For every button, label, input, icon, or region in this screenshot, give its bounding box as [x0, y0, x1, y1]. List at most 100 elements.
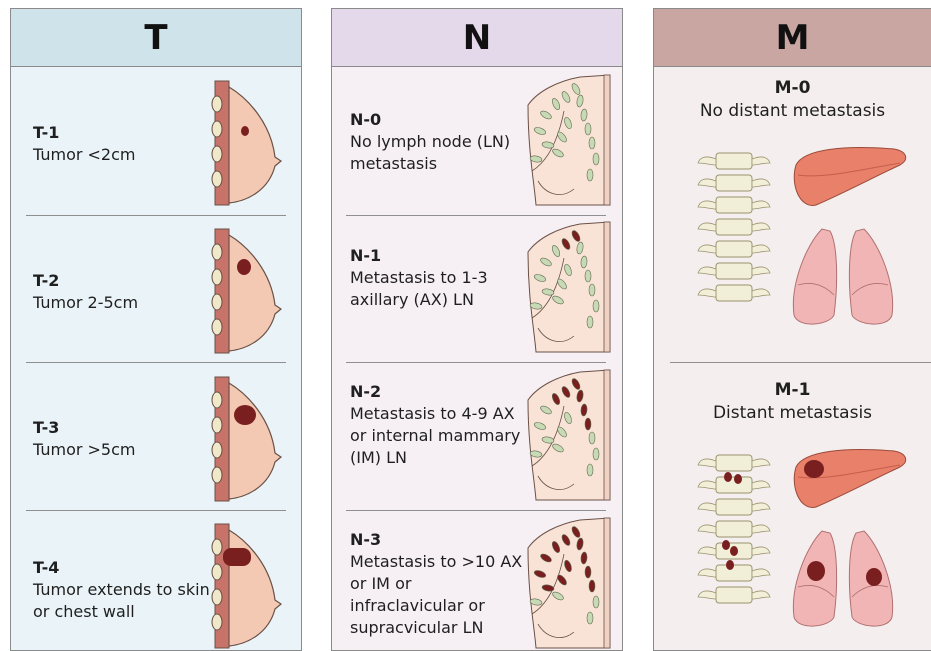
t-column-body: T-1 Tumor <2cm T-2 Tumor 2-5cm T-3 Tumor…	[11, 67, 301, 650]
vertebra	[716, 175, 752, 191]
lymph-node	[589, 432, 595, 444]
vertebra	[716, 219, 752, 235]
t2-label: T-2 Tumor 2-5cm	[33, 270, 203, 314]
t1-breast-illustration	[209, 79, 289, 207]
t-divider-2	[26, 362, 286, 363]
t-divider-3	[26, 510, 286, 511]
spine-metastasis	[722, 540, 730, 550]
lymph-node	[593, 153, 599, 165]
m1-desc: Distant metastasis	[713, 403, 872, 423]
lymph-node	[589, 137, 595, 149]
left-lung	[793, 229, 836, 324]
vertebra	[716, 263, 752, 279]
lymph-node	[587, 316, 593, 328]
vertebra	[716, 477, 752, 493]
vertebra	[716, 285, 752, 301]
vertebra	[716, 587, 752, 603]
t-column: T T-1 Tumor <2cm T-2 Tumor 2-5cm T-3 Tum…	[10, 8, 302, 651]
vertebra	[716, 521, 752, 537]
lymph-node	[593, 448, 599, 460]
lymph-node	[587, 169, 593, 181]
t1-code: T-1	[33, 122, 203, 144]
spine-metastasis	[730, 546, 738, 556]
t2-code: T-2	[33, 270, 203, 292]
vertebra	[716, 565, 752, 581]
n-column: N N-0 No lymph node (LN) metastasis N-1 …	[331, 8, 623, 651]
m1-label: M-1 Distant metastasis	[654, 379, 931, 425]
spine-metastasis	[724, 472, 732, 482]
t2-breast-illustration	[209, 227, 289, 355]
n0-desc: No lymph node (LN) metastasis	[350, 131, 520, 175]
t-column-header: T	[11, 9, 301, 67]
lymph-node	[587, 464, 593, 476]
t3-label: T-3 Tumor >5cm	[33, 417, 203, 461]
n2-lymph-illustration	[518, 365, 614, 503]
n3-code: N-3	[350, 529, 528, 551]
vertebra	[716, 197, 752, 213]
t3-desc: Tumor >5cm	[33, 439, 203, 461]
t2-desc: Tumor 2-5cm	[33, 292, 203, 314]
liver	[794, 148, 905, 206]
vertebra	[716, 499, 752, 515]
n3-desc: Metastasis to >10 AX or IM or infraclavi…	[350, 551, 528, 639]
n-divider-3	[346, 510, 606, 511]
n2-desc: Metastasis to 4-9 AX or internal mammary…	[350, 403, 525, 469]
m-column-header: M	[654, 9, 931, 67]
t4-label: T-4 Tumor extends to skin or chest wall	[33, 557, 211, 623]
n-divider-1	[346, 215, 606, 216]
lymph-node	[593, 300, 599, 312]
lymph-node	[593, 596, 599, 608]
t4-tumor	[223, 548, 251, 566]
spine-metastasis	[734, 474, 742, 484]
n-column-body: N-0 No lymph node (LN) metastasis N-1 Me…	[332, 67, 622, 650]
t4-code: T-4	[33, 557, 211, 579]
n-divider-2	[346, 362, 606, 363]
n1-code: N-1	[350, 245, 515, 267]
vertebra	[716, 241, 752, 257]
m-column: M M-0 No distant metastasis M-1 Distant …	[653, 8, 931, 651]
t1-desc: Tumor <2cm	[33, 144, 203, 166]
vertebra	[716, 153, 752, 169]
n0-code: N-0	[350, 109, 520, 131]
t3-tumor	[234, 405, 256, 425]
m0-code: M-0	[654, 77, 931, 100]
lung-metastasis	[866, 568, 882, 586]
m0-label: M-0 No distant metastasis	[654, 77, 931, 123]
n1-lymph-illustration	[518, 217, 614, 355]
m-column-title: M	[776, 18, 810, 58]
t1-tumor	[241, 126, 249, 136]
lymph-node	[585, 270, 591, 282]
t4-desc: Tumor extends to skin or chest wall	[33, 579, 211, 623]
n0-lymph-illustration	[518, 71, 614, 207]
t1-label: T-1 Tumor <2cm	[33, 122, 203, 166]
metastatic-lymph-node	[585, 566, 591, 578]
right-lung	[849, 229, 892, 324]
t4-breast-illustration	[209, 522, 289, 650]
liver	[794, 450, 905, 508]
metastatic-lymph-node	[585, 418, 591, 430]
lymph-node	[585, 123, 591, 135]
lymph-node	[587, 612, 593, 624]
spine-metastasis	[726, 560, 734, 570]
m0-organs-illustration	[694, 145, 914, 345]
n3-label: N-3 Metastasis to >10 AX or IM or infrac…	[350, 529, 528, 639]
lymph-node	[589, 284, 595, 296]
n2-code: N-2	[350, 381, 525, 403]
t-column-title: T	[144, 18, 167, 58]
m1-organs-illustration	[694, 447, 914, 647]
liver-metastasis	[804, 460, 824, 478]
n1-label: N-1 Metastasis to 1-3 axillary (AX) LN	[350, 245, 515, 311]
t3-code: T-3	[33, 417, 203, 439]
t3-breast-illustration	[209, 375, 289, 503]
t2-tumor	[237, 259, 251, 275]
vertebra	[716, 455, 752, 471]
m-column-body: M-0 No distant metastasis M-1 Distant me…	[654, 67, 931, 650]
metastatic-lymph-node	[589, 580, 595, 592]
n-column-title: N	[463, 18, 491, 58]
m0-desc: No distant metastasis	[700, 101, 885, 121]
n3-lymph-illustration	[518, 513, 614, 651]
lung-metastasis	[807, 561, 825, 581]
m-divider	[670, 362, 931, 363]
n-column-header: N	[332, 9, 622, 67]
n0-label: N-0 No lymph node (LN) metastasis	[350, 109, 520, 175]
